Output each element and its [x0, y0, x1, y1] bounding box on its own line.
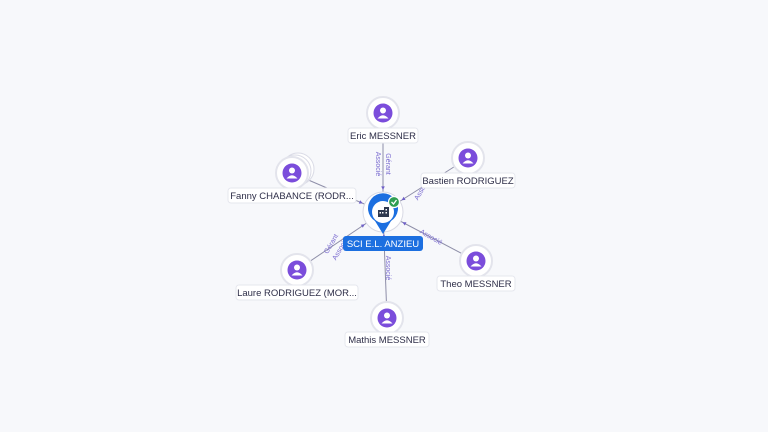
person-name-label[interactable]: Mathis MESSNER [344, 331, 430, 348]
edge-relation-label: Gérant [384, 153, 391, 174]
person-name-label[interactable]: Eric MESSNER [347, 127, 419, 144]
person-name: Eric MESSNER [350, 131, 416, 142]
person-avatar-icon [466, 251, 486, 271]
person-node-theo[interactable]: Theo MESSNER [436, 244, 516, 292]
company-name: SCI E.L. ANZIEU [347, 239, 419, 250]
edge-relation-label: Associé [384, 256, 391, 281]
check-badge-icon [387, 195, 401, 209]
edge-arrow [358, 200, 363, 204]
person-node-bastien[interactable]: Bastien RODRIGUEZ [420, 141, 516, 189]
person-node-mathis[interactable]: Mathis MESSNER [344, 301, 430, 348]
company-name-label[interactable]: SCI E.L. ANZIEU [343, 236, 423, 251]
person-avatar-icon [458, 148, 478, 168]
person-name: Fanny CHABANCE (RODR... [230, 191, 354, 202]
person-name: Laure RODRIGUEZ (MOR... [237, 288, 357, 299]
person-name: Mathis MESSNER [348, 335, 426, 346]
edge-arrow [381, 186, 385, 190]
person-avatar-icon [377, 308, 397, 328]
center-company-node[interactable]: SCI E.L. ANZIEU [343, 191, 423, 251]
person-node-fanny[interactable]: Fanny CHABANCE (RODR... [227, 152, 357, 204]
edge-relation-label: Associé [374, 152, 381, 177]
nodes-layer: Eric MESSNER Bastien RODRIGUEZ Fanny CHABA… [227, 96, 516, 348]
person-name-label[interactable]: Fanny CHABANCE (RODR... [227, 187, 357, 204]
person-name: Theo MESSNER [440, 279, 511, 290]
person-avatar-icon [282, 163, 302, 183]
person-avatar-icon [287, 260, 307, 280]
edge-arrow [402, 222, 407, 226]
person-node-laure[interactable]: Laure RODRIGUEZ (MOR... [235, 253, 359, 301]
building-icon [378, 207, 389, 217]
person-avatar-icon [373, 103, 393, 123]
person-name-label[interactable]: Laure RODRIGUEZ (MOR... [235, 284, 359, 301]
person-name-label[interactable]: Theo MESSNER [436, 275, 516, 292]
edge-arrow [360, 224, 365, 228]
edge-arrow [401, 196, 406, 201]
person-name: Bastien RODRIGUEZ [422, 176, 514, 187]
person-name-label[interactable]: Bastien RODRIGUEZ [420, 172, 516, 189]
person-node-eric[interactable]: Eric MESSNER [347, 96, 419, 144]
